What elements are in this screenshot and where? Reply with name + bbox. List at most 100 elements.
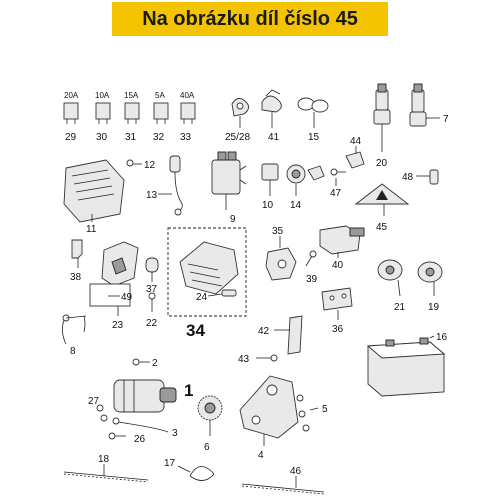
label-34: 34 — [186, 321, 205, 340]
part-10[interactable]: 10 — [261, 163, 279, 211]
label-37: 37 — [146, 284, 158, 295]
label-11: 11 — [86, 224, 97, 235]
part-48[interactable]: 48 — [402, 169, 439, 185]
part-27[interactable]: 27 — [88, 396, 108, 422]
part-2[interactable]: 2 — [132, 358, 158, 369]
label-2: 2 — [152, 358, 158, 369]
part-24[interactable]: 24 — [196, 289, 237, 303]
label-35: 35 — [272, 226, 284, 237]
part-41[interactable]: 41 — [261, 89, 282, 143]
label-49: 49 — [121, 292, 133, 303]
label-47: 47 — [330, 188, 342, 199]
part-22[interactable]: 22 — [146, 292, 158, 329]
label-1: 1 — [184, 381, 193, 400]
label-25-28: 25/28 — [225, 132, 250, 143]
part-3[interactable]: 3 — [112, 417, 178, 439]
part-37[interactable]: 37 — [145, 257, 159, 295]
label-48: 48 — [402, 172, 414, 183]
part-25-28[interactable]: 25/28 — [225, 98, 250, 143]
part-45[interactable]: 45 — [354, 183, 410, 233]
part-13[interactable]: 13 — [146, 155, 183, 216]
part-35[interactable]: 35 — [265, 226, 297, 281]
label-36: 36 — [332, 324, 344, 335]
part-39[interactable]: 39 — [305, 250, 318, 285]
label-3: 3 — [172, 428, 178, 439]
fuse-29-rating: 20A — [64, 91, 79, 100]
part-21[interactable]: 21 — [377, 259, 406, 313]
fuse-31[interactable]: 15A 31 — [124, 91, 140, 143]
label-19: 19 — [428, 302, 440, 313]
fuse-32[interactable]: 5A 32 — [153, 91, 169, 143]
label-4: 4 — [258, 450, 264, 461]
label-13: 13 — [146, 190, 158, 201]
part-20[interactable]: 20 — [373, 83, 391, 169]
part-36[interactable]: 36 — [321, 287, 353, 335]
part-17[interactable]: 17 — [164, 458, 215, 481]
label-22: 22 — [146, 318, 158, 329]
part-1[interactable]: 1 — [113, 379, 193, 413]
label-15: 15 — [308, 132, 320, 143]
part-4[interactable]: 4 — [239, 375, 299, 461]
part-14[interactable]: 14 — [286, 164, 325, 211]
label-42: 42 — [258, 326, 270, 337]
part-46[interactable]: 46 — [241, 466, 325, 495]
label-16: 16 — [436, 332, 448, 343]
part-8[interactable]: 8 — [62, 314, 87, 357]
label-7: 7 — [443, 114, 449, 125]
title-banner: Na obrázku díl číslo 45 — [112, 2, 388, 36]
label-10: 10 — [262, 200, 274, 211]
label-18: 18 — [98, 454, 110, 465]
label-17: 17 — [164, 458, 176, 469]
label-9: 9 — [230, 214, 236, 225]
part-38[interactable]: 38 — [70, 239, 83, 283]
part-40[interactable]: 40 — [319, 225, 365, 271]
label-31: 31 — [125, 132, 137, 143]
part-19[interactable]: 19 — [417, 261, 443, 313]
part-7[interactable]: 7 — [409, 83, 449, 127]
label-38: 38 — [70, 272, 82, 283]
part-44[interactable]: 44 — [345, 136, 365, 169]
part-26[interactable]: 26 — [108, 432, 146, 445]
label-26: 26 — [134, 434, 146, 445]
part-9[interactable]: 9 — [211, 151, 247, 225]
part-43[interactable]: 43 — [238, 354, 278, 365]
label-46: 46 — [290, 466, 302, 477]
label-41: 41 — [268, 132, 280, 143]
fuse-29[interactable]: 20A 29 — [63, 91, 79, 143]
part-16[interactable]: 16 — [366, 332, 448, 397]
fuse-33[interactable]: 40A 33 — [180, 91, 196, 143]
label-29: 29 — [65, 132, 77, 143]
fuse-30-rating: 10A — [95, 91, 110, 100]
part-5[interactable]: 5 — [296, 394, 328, 432]
label-39: 39 — [306, 274, 318, 285]
label-23: 23 — [112, 320, 124, 331]
label-27: 27 — [88, 396, 100, 407]
fuse-30[interactable]: 10A 30 — [95, 91, 111, 143]
part-15[interactable]: 15 — [297, 97, 329, 143]
label-45: 45 — [376, 222, 388, 233]
label-21: 21 — [394, 302, 406, 313]
part-11[interactable]: 11 — [63, 159, 125, 235]
label-43: 43 — [238, 354, 250, 365]
label-20: 20 — [376, 158, 388, 169]
label-8: 8 — [70, 346, 76, 357]
label-33: 33 — [180, 132, 192, 143]
label-30: 30 — [96, 132, 108, 143]
label-6: 6 — [204, 442, 210, 453]
part-47[interactable]: 47 — [330, 168, 346, 199]
label-14: 14 — [290, 200, 302, 211]
page-title: Na obrázku díl číslo 45 — [142, 7, 358, 30]
part-6[interactable]: 6 — [197, 395, 223, 453]
part-18[interactable]: 18 — [63, 454, 149, 483]
part-12[interactable]: 12 — [126, 159, 156, 171]
label-12: 12 — [144, 160, 156, 171]
label-5: 5 — [322, 404, 328, 415]
part-42[interactable]: 42 — [258, 315, 303, 355]
part-49[interactable]: 49 — [108, 292, 133, 303]
label-24: 24 — [196, 292, 208, 303]
part-23[interactable]: 23 — [89, 241, 139, 331]
label-40: 40 — [332, 260, 344, 271]
part-34[interactable]: 34 — [167, 227, 247, 340]
